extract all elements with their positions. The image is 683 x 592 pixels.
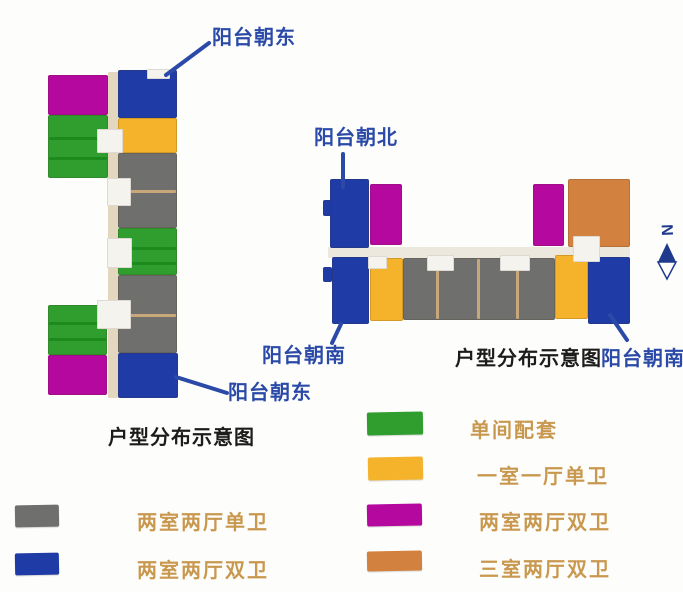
unit-divider bbox=[516, 259, 519, 319]
legend-label: 一室一厅单卫 bbox=[477, 466, 609, 488]
balcony-stripe bbox=[49, 157, 107, 160]
compass-needle-north-half bbox=[658, 243, 676, 262]
legend-swatch-gray bbox=[14, 504, 60, 528]
balcony-stripe bbox=[49, 137, 107, 140]
legend-swatch-orange bbox=[366, 550, 423, 572]
legend-label: 三室两厅双卫 bbox=[479, 559, 611, 581]
balcony-north-label: 阳台朝北 bbox=[314, 127, 398, 149]
balcony-stripe bbox=[119, 262, 176, 265]
compass-needle-south-half bbox=[656, 261, 678, 281]
unit-block-blue bbox=[588, 257, 630, 324]
legend-label: 单间配套 bbox=[470, 420, 558, 442]
balcony-stripe bbox=[119, 247, 176, 250]
balcony-east-top-label: 阳台朝东 bbox=[212, 27, 296, 49]
stairwell-notch bbox=[147, 69, 170, 79]
balcony-south-right-label: 阳台朝南 bbox=[601, 348, 683, 370]
left-building-corridor bbox=[108, 72, 118, 398]
legend-label: 两室两厅单卫 bbox=[137, 512, 269, 534]
unit-block-magenta bbox=[48, 355, 107, 395]
legend-label: 两室两厅双卫 bbox=[137, 560, 269, 582]
facade-tab bbox=[323, 200, 332, 216]
unit-block-magenta bbox=[370, 184, 402, 245]
stairwell-notch bbox=[107, 238, 132, 268]
compass-north-letter: N bbox=[657, 223, 675, 237]
legend-swatch-blue bbox=[14, 552, 60, 576]
stairwell-notch bbox=[97, 300, 131, 329]
unit-block-magenta bbox=[48, 75, 108, 115]
leader-line-balcony-east-bottom bbox=[174, 375, 229, 395]
facade-tab bbox=[323, 267, 332, 282]
unit-block-yellow bbox=[555, 255, 588, 319]
stairwell-notch bbox=[500, 255, 530, 271]
balcony-south-left-label: 阳台朝南 bbox=[262, 345, 346, 367]
leader-line-balcony-south-left bbox=[330, 322, 343, 345]
unit-block-magenta bbox=[533, 184, 564, 246]
balcony-stripe bbox=[49, 322, 106, 325]
unit-block-orange bbox=[568, 179, 630, 247]
unit-block-blue bbox=[330, 179, 369, 248]
unit-block-blue bbox=[332, 257, 369, 324]
stairwell-notch bbox=[573, 236, 600, 262]
unit-divider bbox=[119, 190, 176, 193]
legend-label: 两室两厅双卫 bbox=[479, 512, 611, 534]
legend-swatch-green bbox=[366, 411, 424, 436]
stairwell-notch bbox=[97, 129, 123, 153]
unit-divider bbox=[477, 259, 480, 319]
unit-block-blue bbox=[118, 353, 178, 398]
right-building-corridor bbox=[328, 247, 630, 258]
stairwell-notch bbox=[427, 255, 454, 271]
legend-swatch-magenta bbox=[366, 503, 423, 527]
right-plan-title: 户型分布示意图 bbox=[455, 348, 602, 370]
unit-divider bbox=[436, 259, 439, 319]
stairwell-notch bbox=[368, 256, 387, 269]
stairwell-notch bbox=[107, 178, 131, 206]
balcony-east-bottom-label: 阳台朝东 bbox=[228, 382, 312, 404]
unit-block-yellow bbox=[118, 118, 177, 153]
balcony-stripe bbox=[49, 338, 106, 341]
left-plan-title: 户型分布示意图 bbox=[108, 427, 255, 449]
unit-divider bbox=[119, 314, 176, 317]
legend-swatch-yellow bbox=[367, 456, 424, 481]
